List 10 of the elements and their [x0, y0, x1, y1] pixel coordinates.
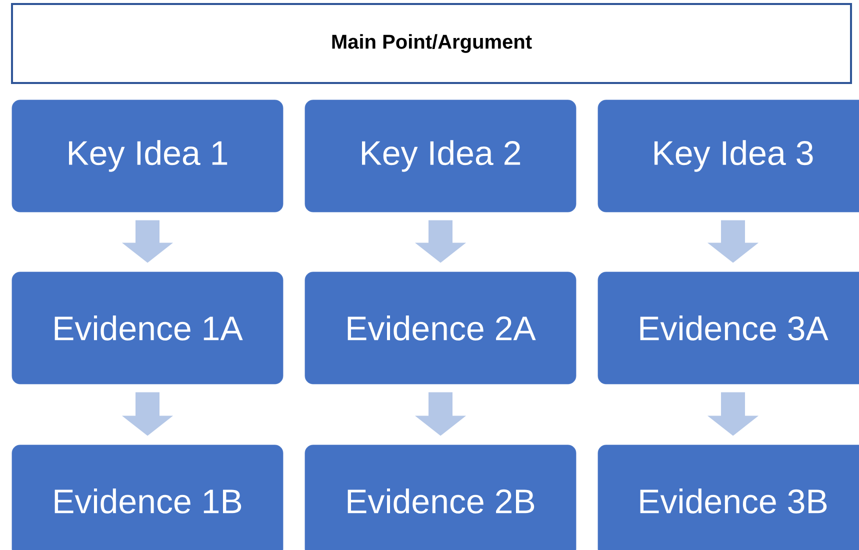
- process-box: Key Idea 1: [12, 100, 284, 212]
- process-box: Key Idea 2: [304, 100, 576, 212]
- process-box: Evidence 1B: [12, 444, 284, 550]
- process-box: Evidence 3B: [598, 444, 859, 550]
- process-box: Evidence 1A: [12, 272, 284, 384]
- process-box: Key Idea 3: [598, 100, 859, 212]
- title-box: Main Point/Argument: [11, 3, 852, 84]
- process-box: Evidence 2A: [304, 272, 576, 384]
- process-box: Evidence 3A: [598, 272, 859, 384]
- process-box: Evidence 2B: [304, 444, 576, 550]
